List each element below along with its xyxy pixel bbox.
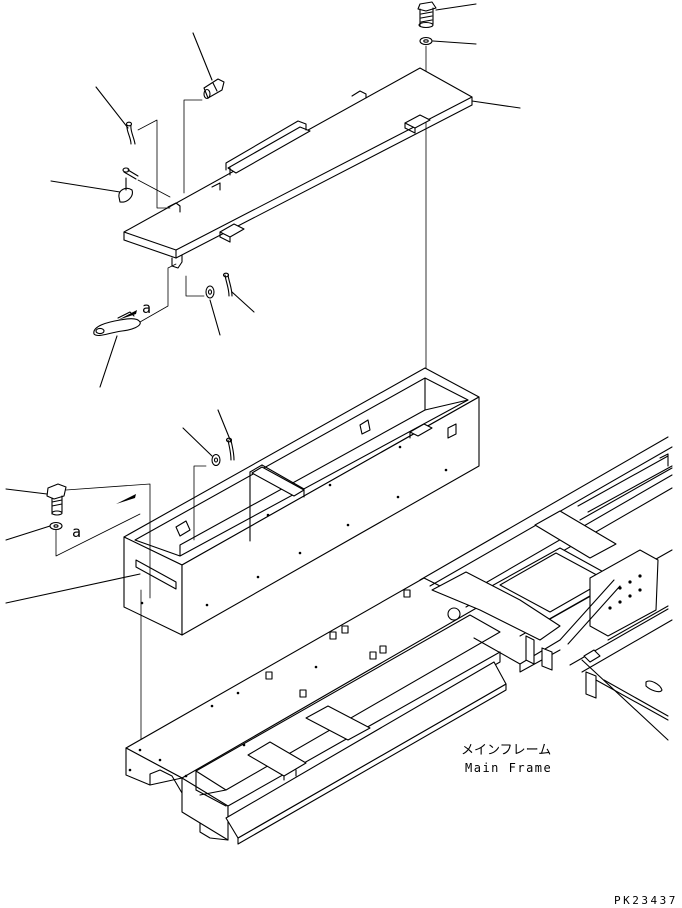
leader-line (217, 409, 232, 443)
leader-line (432, 40, 477, 45)
assembly-guide-line (185, 275, 205, 297)
assembly-guide-line (139, 263, 177, 323)
assembly-guide-line (137, 179, 171, 198)
leader-line (231, 291, 255, 313)
assembly-guide-line (55, 513, 141, 557)
assembly-guide-line (65, 483, 151, 599)
washer-lower (211, 453, 221, 467)
side-bolt (46, 483, 67, 516)
leader-line (435, 3, 477, 11)
toolbox-lid (123, 67, 473, 269)
mount-bracket (125, 577, 507, 845)
top-washer (419, 36, 433, 46)
self-tap-screw (116, 494, 136, 504)
side-washer (49, 521, 63, 531)
assembly-guide-line (183, 99, 203, 194)
leader-line (5, 488, 48, 495)
assembly-guide-line (137, 119, 171, 209)
leader-line (5, 525, 51, 541)
callout-label-a: a (142, 299, 151, 317)
leader-line (471, 100, 521, 109)
washer-mid (205, 285, 215, 299)
leader-line (95, 86, 129, 129)
leader-line (5, 573, 141, 604)
main-frame-label-jp: メインフレーム (461, 743, 551, 758)
main-frame (419, 436, 673, 741)
callout-label-a: a (72, 523, 81, 541)
cotter-pin-upper (125, 121, 136, 145)
leader-line (182, 427, 213, 457)
drawing-code: PK23437 (614, 894, 678, 907)
assembly-guide-line (193, 465, 207, 541)
main-frame-label-en: Main Frame (465, 761, 552, 775)
hinge-pin-bolt (203, 78, 225, 100)
toolbox-body (123, 367, 480, 636)
clevis-pin (118, 167, 139, 203)
latch-hook (93, 310, 141, 337)
leader-line (99, 335, 118, 388)
leader-line (209, 299, 221, 336)
leader-line (50, 180, 121, 193)
cotter-pin-mid (222, 272, 233, 297)
top-bolt (417, 1, 437, 29)
leader-line (192, 32, 213, 81)
